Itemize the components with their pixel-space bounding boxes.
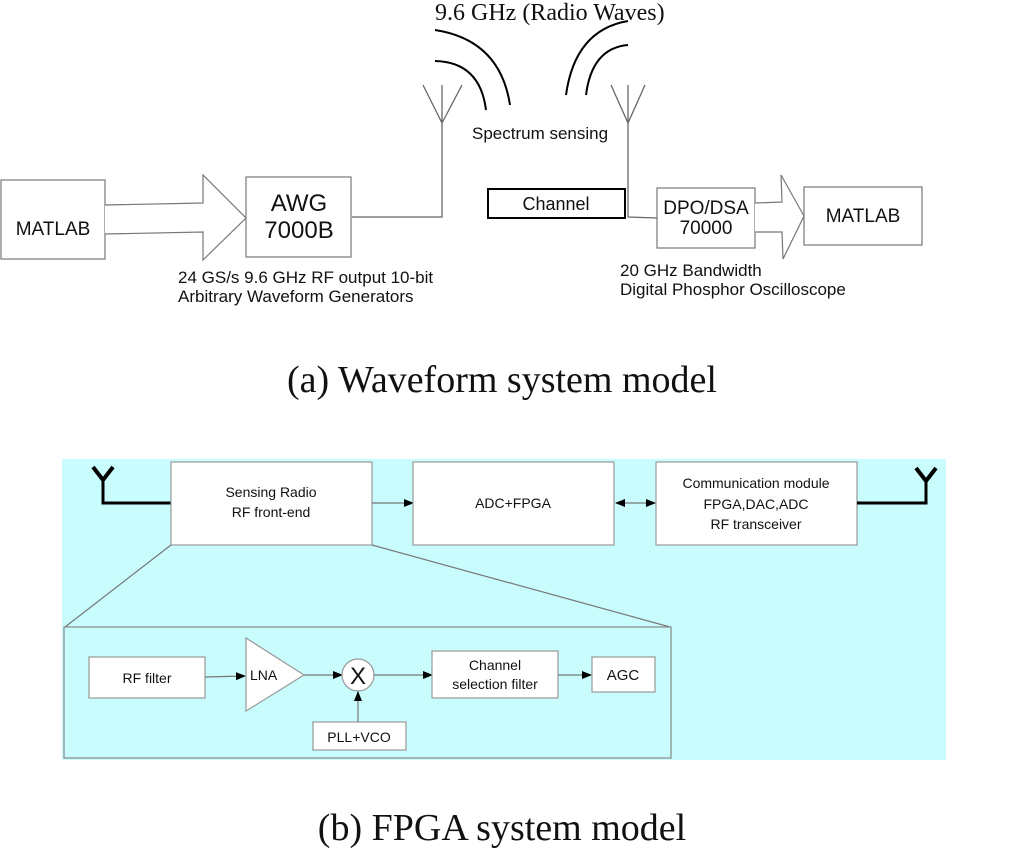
rf-transceiver-label: RF transceiver xyxy=(710,516,801,532)
lna-label: LNA xyxy=(250,667,278,683)
awg-description-line2: Arbitrary Waveform Generators xyxy=(178,287,414,306)
data-flow-arrow-to-matlab xyxy=(754,174,805,260)
arrow-filter-to-lna xyxy=(204,672,246,681)
channel-selection-filter-box xyxy=(431,650,559,699)
rf-front-end-detail-box xyxy=(63,626,672,759)
left-antenna-icon xyxy=(91,465,172,505)
panel-a-waveform-system: 9.6 GHz (Radio Waves) Spectrum sensing C… xyxy=(0,0,923,401)
adc-fpga-box xyxy=(412,461,615,546)
matlab-sink-box xyxy=(803,186,923,246)
radio-wave-left-outer xyxy=(434,29,511,106)
fpga-dac-adc-label: FPGA,DAC,ADC xyxy=(703,496,808,512)
channel-filter-label-line1: Channel xyxy=(469,657,521,673)
radio-waves-label: 9.6 GHz (Radio Waves) xyxy=(435,0,665,26)
matlab-sink-label: MATLAB xyxy=(826,206,901,227)
pll-vco-label: PLL+VCO xyxy=(327,729,391,745)
dpo-dsa-model-number: 70000 xyxy=(680,218,733,239)
awg-box xyxy=(245,176,352,258)
panel-a-caption: (a) Waveform system model xyxy=(287,359,717,401)
agc-box xyxy=(591,656,656,693)
zoom-line-left xyxy=(64,544,172,628)
radio-wave-right-inner xyxy=(585,44,629,96)
channel-label: Channel xyxy=(522,194,589,214)
communication-module-label: Communication module xyxy=(682,475,829,491)
matlab-source-label: MATLAB xyxy=(16,219,91,240)
spectrum-sensing-label: Spectrum sensing xyxy=(472,124,608,143)
right-antenna-icon xyxy=(857,466,938,505)
mixer-label: X xyxy=(350,663,366,690)
pll-vco-box xyxy=(312,721,407,751)
sensing-radio-label: Sensing Radio xyxy=(225,484,316,500)
communication-module-box xyxy=(655,461,858,546)
rf-filter-label: RF filter xyxy=(123,670,172,686)
channel-box xyxy=(487,188,626,219)
panel-b-caption: (b) FPGA system model xyxy=(318,807,686,849)
dpo-dsa-model-label: DPO/DSA xyxy=(663,198,749,219)
data-flow-arrow-to-awg xyxy=(104,173,247,262)
radio-wave-left-inner xyxy=(434,60,487,111)
channel-filter-label-line2: selection filter xyxy=(452,676,538,692)
transmit-antenna-icon xyxy=(352,84,463,218)
dpo-description-line2: Digital Phosphor Oscilloscope xyxy=(620,280,846,299)
dpo-dsa-box xyxy=(656,187,756,249)
panel-b-fpga-system: Sensing Radio RF front-end ADC+FPGA Comm… xyxy=(62,459,946,849)
matlab-source-box xyxy=(0,179,106,260)
rf-filter-box xyxy=(88,656,206,699)
dpo-description-line1: 20 GHz Bandwidth xyxy=(620,261,762,280)
awg-model-label: AWG xyxy=(271,190,327,217)
agc-label: AGC xyxy=(607,667,640,684)
radio-wave-right-outer xyxy=(565,20,629,96)
awg-model-number: 7000B xyxy=(264,217,333,244)
lna-amplifier-icon xyxy=(245,636,306,713)
awg-description-line1: 24 GS/s 9.6 GHz RF output 10-bit xyxy=(178,268,433,287)
receive-antenna-icon xyxy=(610,84,658,219)
adc-fpga-label: ADC+FPGA xyxy=(475,495,552,511)
rf-front-end-label: RF front-end xyxy=(232,504,311,520)
sensing-radio-box xyxy=(170,461,373,546)
zoom-line-right xyxy=(371,544,671,628)
